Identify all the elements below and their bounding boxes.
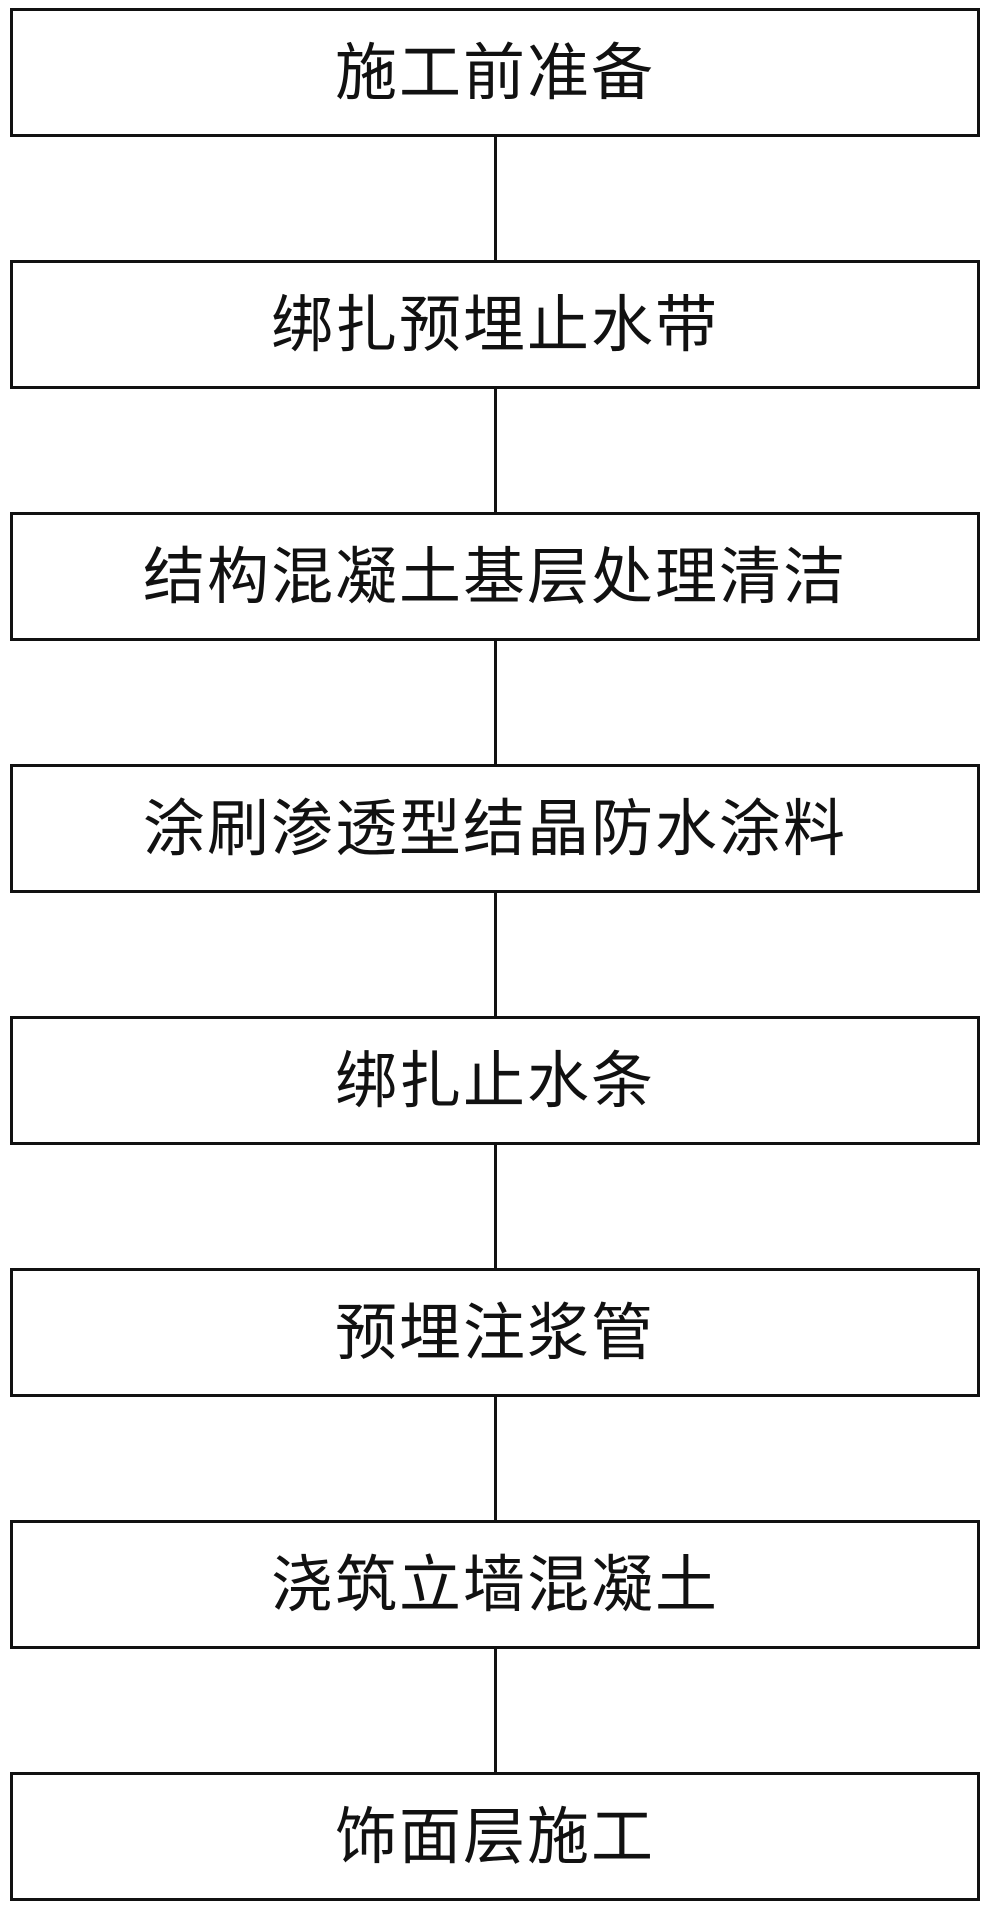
connector-4-5: [494, 893, 497, 1016]
step-box-5: 绑扎止水条: [10, 1016, 980, 1145]
step-label-6: 预埋注浆管: [334, 1295, 655, 1369]
connector-2-3: [494, 389, 497, 512]
step-label-4: 涂刷渗透型结晶防水涂料: [142, 791, 847, 865]
step-label-3: 结构混凝土基层处理清洁: [142, 539, 847, 613]
step-label-5: 绑扎止水条: [334, 1043, 655, 1117]
step-label-2: 绑扎预埋止水带: [270, 287, 719, 361]
step-label-1: 施工前准备: [334, 35, 655, 109]
connector-1-2: [494, 137, 497, 260]
step-box-1: 施工前准备: [10, 8, 980, 137]
connector-5-6: [494, 1145, 497, 1268]
step-box-4: 涂刷渗透型结晶防水涂料: [10, 764, 980, 893]
step-label-8: 饰面层施工: [334, 1799, 655, 1873]
connector-6-7: [494, 1397, 497, 1520]
step-box-7: 浇筑立墙混凝土: [10, 1520, 980, 1649]
step-label-7: 浇筑立墙混凝土: [270, 1547, 719, 1621]
step-box-8: 饰面层施工: [10, 1772, 980, 1901]
step-box-3: 结构混凝土基层处理清洁: [10, 512, 980, 641]
connector-3-4: [494, 641, 497, 764]
step-box-2: 绑扎预埋止水带: [10, 260, 980, 389]
connector-7-8: [494, 1649, 497, 1772]
step-box-6: 预埋注浆管: [10, 1268, 980, 1397]
